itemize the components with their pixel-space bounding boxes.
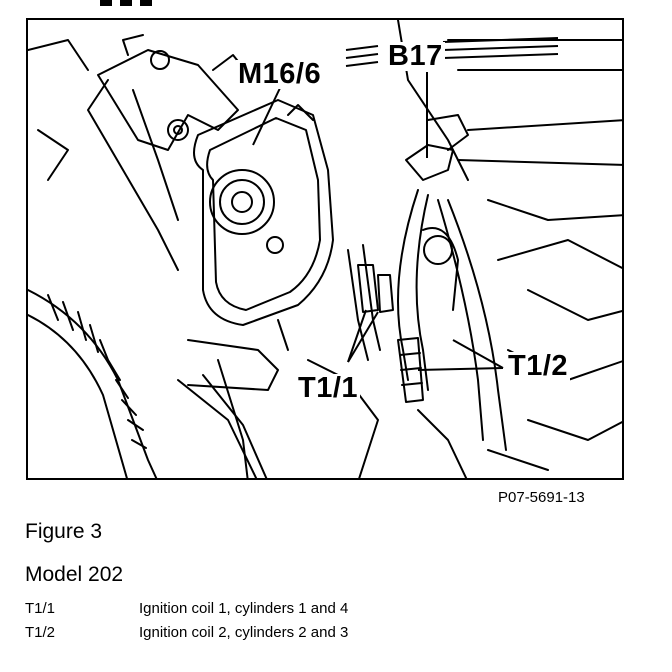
figure-reference-code: P07-5691-13 <box>498 489 585 506</box>
legend-code: T1/1 <box>25 600 56 617</box>
top-cropped-text <box>0 0 672 6</box>
callout-b17: B17 <box>386 40 445 72</box>
legend-row: T1/2 Ignition coil 2, cylinders 2 and 3 <box>25 624 348 641</box>
callout-t1-1: T1/1 <box>296 372 361 404</box>
legend-code: T1/2 <box>25 624 56 641</box>
engine-illustration: M16/6 B17 T1/1 T1/2 <box>26 18 624 480</box>
callout-m16-6: M16/6 <box>236 58 324 90</box>
legend-description: Ignition coil 2, cylinders 2 and 3 <box>139 624 349 641</box>
callout-t1-2: T1/2 <box>506 350 571 382</box>
model-label: Model 202 <box>25 563 124 586</box>
legend-row: T1/1 Ignition coil 1, cylinders 1 and 4 <box>25 600 348 617</box>
legend-description: Ignition coil 1, cylinders 1 and 4 <box>139 600 349 617</box>
engine-drawing <box>28 20 622 478</box>
figure-title: Figure 3 <box>25 520 103 543</box>
